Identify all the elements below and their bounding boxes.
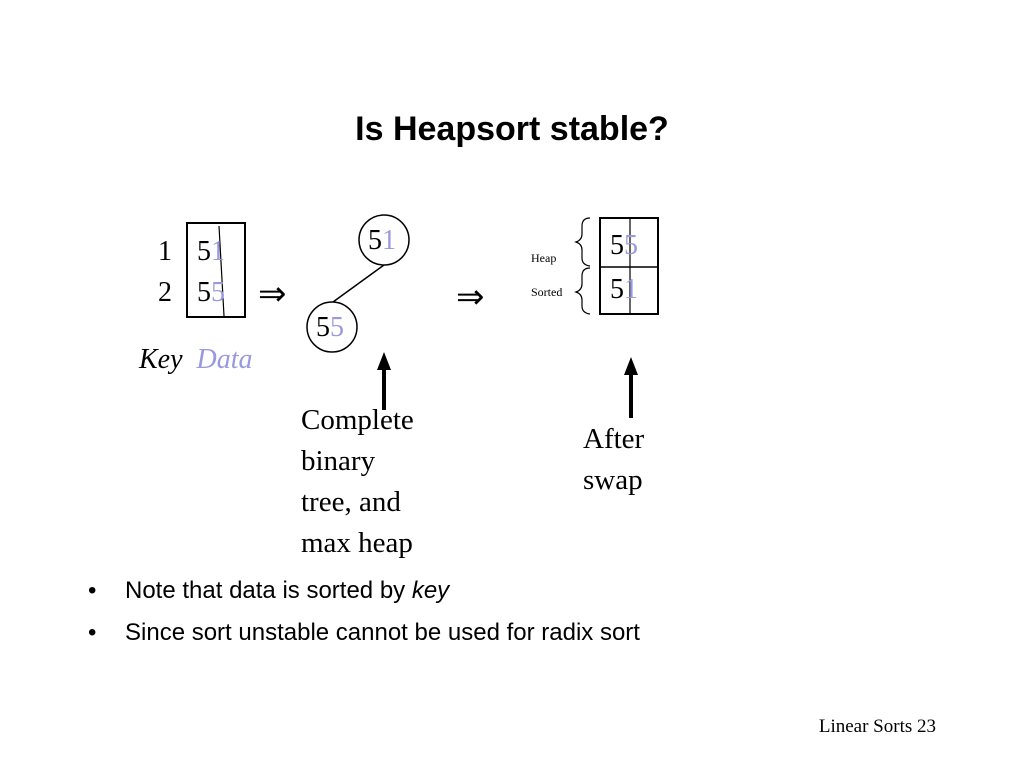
node-key: 5 [368, 225, 382, 256]
result-record-1: 55 [610, 232, 638, 260]
bullet-emphasis: key [411, 577, 450, 604]
record-data: 5 [211, 277, 225, 308]
caption-line: Complete [301, 404, 414, 436]
implies-arrow-icon: ⇒ [258, 276, 287, 313]
node-data: 1 [382, 225, 396, 256]
record-index-2: 2 [158, 277, 172, 308]
record-key: 5 [197, 236, 211, 267]
implies-arrow-icon: ⇒ [456, 279, 485, 316]
legend-data-label: Data [196, 344, 253, 375]
heap-brace-icon [574, 217, 591, 267]
bullet-text: Since sort unstable cannot be used for r… [125, 619, 640, 646]
tree-edge [332, 264, 385, 303]
bullet-text: Note that data is sorted by key [125, 577, 449, 605]
tree-root-label: 51 [368, 227, 396, 255]
swap-pointer-arrow-icon [624, 357, 638, 375]
bullet-item: • Since sort unstable cannot be used for… [88, 612, 640, 654]
tree-pointer-arrow-icon [377, 352, 391, 370]
result-array-box [599, 217, 659, 315]
record-data: 1 [624, 274, 638, 305]
record-key: 5 [197, 277, 211, 308]
caption-line: max heap [301, 527, 413, 559]
slide-footer: Linear Sorts 23 [818, 716, 936, 737]
caption-line: swap [583, 464, 643, 496]
node-key: 5 [316, 312, 330, 343]
slide-title: Is Heapsort stable? [355, 110, 669, 148]
bullet-icon: • [88, 577, 97, 604]
tree-child-label: 55 [316, 314, 344, 342]
node-data: 5 [330, 312, 344, 343]
heap-region-label: Heap [531, 251, 557, 265]
caption-line: binary [301, 445, 376, 477]
bullet-list: • Note that data is sorted by key • Sinc… [88, 570, 640, 654]
tree-child-node [306, 301, 358, 353]
input-array-divider [218, 225, 225, 317]
record-data: 5 [624, 230, 638, 261]
record-data: 1 [211, 236, 225, 267]
input-record-2: 55 [197, 279, 225, 307]
input-array-box [186, 222, 246, 318]
input-record-1: 51 [197, 238, 225, 266]
tree-caption: Complete binary tree, and max heap [301, 400, 414, 564]
caption-line: After [583, 423, 645, 455]
bullet-icon: • [88, 619, 97, 646]
sorted-region-label: Sorted [531, 285, 563, 299]
record-index-1: 1 [158, 236, 172, 267]
result-record-2: 51 [610, 276, 638, 304]
swap-caption: After swap [583, 419, 644, 501]
sorted-brace-icon [574, 267, 591, 315]
bullet-text-main: Note that data is sorted by [125, 577, 412, 604]
key-data-legend: Key Data [139, 344, 253, 376]
legend-key-label: Key [139, 344, 183, 375]
bullet-item: • Note that data is sorted by key [88, 570, 640, 612]
record-key: 5 [610, 230, 624, 261]
record-key: 5 [610, 274, 624, 305]
caption-line: tree, and [301, 486, 401, 518]
